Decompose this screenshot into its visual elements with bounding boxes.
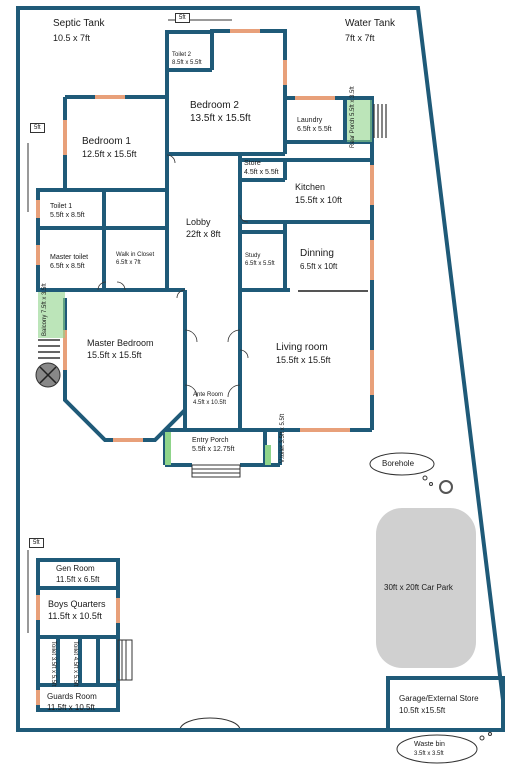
entry-porch-name: Entry Porch	[192, 437, 229, 444]
borehole-cloud	[369, 452, 435, 476]
dinning-name: Dinning	[300, 248, 334, 259]
master-toilet-size: 6.5ft x 8.5ft	[50, 263, 85, 270]
septic-tank-name: Septic Tank	[53, 18, 105, 29]
setback-annex-tag: 5ft	[29, 538, 44, 548]
entry-porch-size: 5.5ft x 12.75ft	[192, 446, 235, 453]
lobby-name: Lobby	[186, 217, 211, 227]
garage	[386, 676, 505, 732]
toilet-b-label: Toilet 4.5ft x 5.5ft	[72, 641, 78, 687]
boys-quarters-name: Boys Quarters	[48, 599, 106, 609]
master-bedroom-size: 15.5ft x 15.5ft	[87, 350, 142, 360]
kitchen-size: 15.5ft x 10ft	[295, 195, 343, 205]
gen-room-size: 11.5ft x 6.5ft	[56, 575, 100, 584]
walk-in-closet-name: Walk in Closet	[116, 252, 155, 258]
ante-room-size: 4.5ft x 10.5ft	[193, 400, 227, 406]
master-toilet-name: Master toilet	[50, 254, 89, 261]
toilet1-name: Toilet 1	[50, 203, 73, 210]
ante-room-name: Ante Room	[193, 392, 224, 398]
annex-stairs	[117, 639, 133, 681]
dinning-size: 6.5ft x 10ft	[300, 262, 338, 271]
doors	[97, 154, 249, 398]
v-toilet-label: V.toilet 3.5ft x 5.5ft	[280, 413, 286, 463]
store-name: Store	[244, 160, 261, 167]
toilet1-size: 5.5ft x 8.5ft	[50, 212, 85, 219]
laundry-name: Laundry	[297, 117, 323, 124]
rear-porch-stairs	[373, 104, 387, 138]
car-park	[376, 508, 476, 668]
setback-top-tag: 5ft	[175, 13, 190, 23]
annex-walls	[36, 558, 120, 712]
guards-room-size: 11.5ft x 10.5ft	[47, 703, 95, 712]
kitchen-name: Kitchen	[295, 182, 326, 192]
study-name: Study	[245, 253, 261, 259]
bedroom2-size: 13.5ft x 15.5ft	[190, 113, 251, 124]
guards-room-name: Guards Room	[47, 692, 97, 701]
waste-bin-size: 3.5ft x 3.5ft	[414, 751, 444, 757]
garage-size: 10.5ft x15.5ft	[399, 706, 446, 715]
balcony-area	[38, 292, 65, 338]
living-room-name: Living room	[276, 342, 328, 353]
waste-bin-name: Waste bin	[414, 741, 445, 748]
gen-room-name: Gen Room	[56, 564, 95, 573]
car-park-label: 30ft x 20ft Car Park	[384, 583, 453, 592]
balcony-label: Balcony 7.5ft x 3.5ft	[42, 283, 48, 336]
store-size: 4.5ft x 5.5ft	[244, 169, 279, 176]
water-tank-name: Water Tank	[345, 18, 396, 29]
toilet-a-label: Toilet 3.5ft x 5.5ft	[50, 641, 56, 687]
water-tank-size: 7ft x 7ft	[345, 33, 375, 43]
entry-porch-accent-left	[165, 432, 171, 465]
entry-porch-accent-right	[265, 445, 271, 465]
bedroom1-size: 12.5ft x 15.5ft	[82, 149, 137, 159]
rear-porch-area	[347, 100, 372, 142]
garage-name: Garage/External Store	[399, 694, 479, 703]
bedroom2-name: Bedroom 2	[190, 100, 239, 111]
study-size: 6.5ft x 5.5ft	[245, 261, 275, 267]
laundry-size: 6.5ft x 5.5ft	[297, 126, 332, 133]
borehole-label: Borehole	[382, 459, 415, 468]
setback-left-tag: 5ft	[30, 123, 45, 133]
annex-windows	[36, 595, 120, 705]
toilet2-size: 8.5ft x 5.5ft	[172, 60, 202, 66]
walk-in-closet-size: 6.5ft x 7ft	[116, 260, 141, 266]
toilet2-name: Toilet 2	[172, 52, 192, 58]
rear-porch-label: Rear Porch 5.5ft x 3.5ft	[350, 86, 356, 148]
waste-bin-cloud	[396, 734, 478, 764]
entry-steps	[191, 464, 241, 478]
lobby-size: 22ft x 8ft	[186, 229, 221, 239]
septic-tank-size: 10.5 x 7ft	[53, 33, 91, 43]
main-gate	[179, 717, 241, 731]
windows	[36, 29, 374, 442]
bedroom1-name: Bedroom 1	[82, 136, 131, 147]
living-room-size: 15.5ft x 15.5ft	[276, 355, 331, 365]
boys-quarters-size: 11.5ft x 10.5ft	[48, 611, 102, 621]
borehole-icon	[439, 480, 453, 494]
master-bedroom-name: Master Bedroom	[87, 338, 154, 348]
